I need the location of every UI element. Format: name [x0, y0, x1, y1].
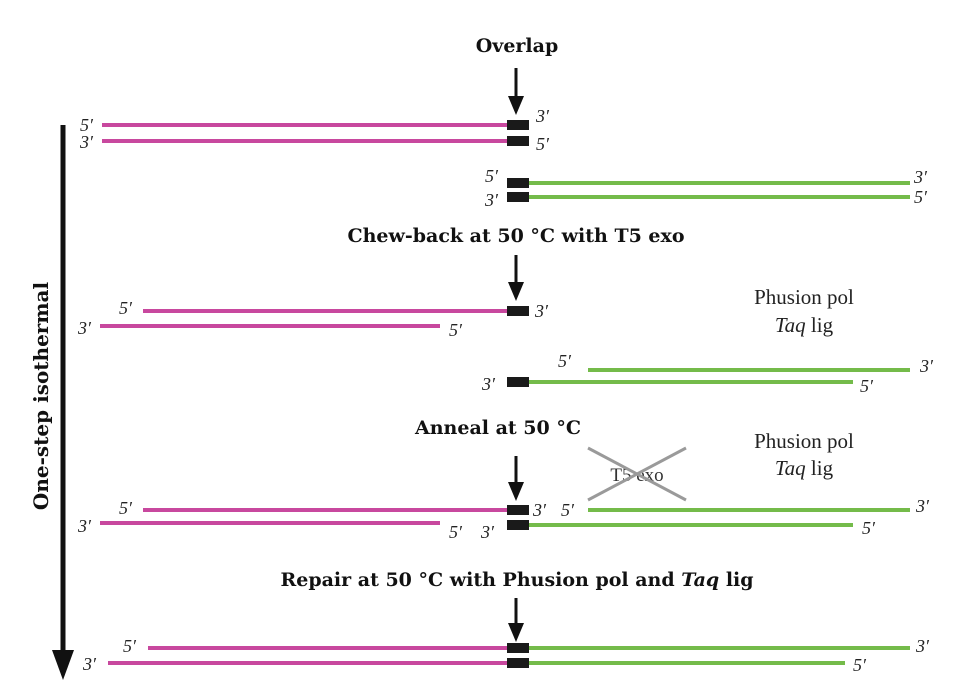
end-label-5: 5′ [119, 298, 133, 318]
end-label-5: 5′ [862, 518, 876, 538]
end-label-3: 3′ [535, 106, 550, 126]
overlap-block [507, 505, 529, 515]
step-anneal-label: Anneal at 50 °C [414, 417, 581, 439]
overlap-block [507, 643, 529, 653]
overlap-block [507, 306, 529, 316]
isothermal-arrow [52, 125, 74, 680]
end-label-5: 5′ [558, 351, 572, 371]
end-label-3: 3′ [484, 190, 499, 210]
end-label-3: 3′ [532, 500, 547, 520]
step-overlap-label: Overlap [476, 35, 559, 57]
step-repair-label: Repair at 50 °C with Phusion pol and Taq… [280, 569, 753, 591]
end-label-3: 3′ [77, 516, 92, 536]
end-label-5: 5′ [119, 498, 133, 518]
step-arrow-anneal [508, 456, 524, 501]
step-arrow-repair [508, 598, 524, 642]
end-label-5: 5′ [860, 376, 874, 396]
end-label-5: 5′ [449, 522, 463, 542]
end-label-3: 3′ [915, 636, 930, 656]
step-arrow-chewback [508, 255, 524, 301]
enzyme-pol-label: Phusion pol [754, 429, 854, 453]
enzyme-lig-label: Taq lig [775, 456, 834, 480]
end-label-3: 3′ [480, 522, 495, 542]
step-chewback-label: Chew-back at 50 °C with T5 exo [347, 225, 684, 247]
end-label-5: 5′ [485, 166, 499, 186]
end-label-3: 3′ [913, 167, 928, 187]
end-label-3: 3′ [534, 301, 549, 321]
end-label-3: 3′ [915, 496, 930, 516]
side-label: One-step isothermal [29, 282, 53, 511]
overlap-block [507, 520, 529, 530]
end-label-3: 3′ [919, 356, 934, 376]
overlap-block [507, 658, 529, 668]
overlap-block [507, 178, 529, 188]
overlap-block [507, 192, 529, 202]
overlap-block [507, 377, 529, 387]
overlap-block [507, 136, 529, 146]
end-label-5: 5′ [123, 636, 137, 656]
end-label-5: 5′ [536, 134, 550, 154]
end-label-5: 5′ [449, 320, 463, 340]
end-label-3: 3′ [481, 374, 496, 394]
end-label-5: 5′ [80, 115, 94, 135]
end-label-5: 5′ [914, 187, 928, 207]
end-label-3: 3′ [79, 132, 94, 152]
end-label-5: 5′ [853, 655, 867, 675]
enzyme-pol-label: Phusion pol [754, 285, 854, 309]
end-label-3: 3′ [77, 318, 92, 338]
enzyme-lig-label: Taq lig [775, 313, 834, 337]
end-label-3: 3′ [82, 654, 97, 674]
end-label-5: 5′ [561, 500, 575, 520]
cross-out-mark [587, 446, 687, 502]
step-arrow-overlap [508, 68, 524, 115]
overlap-block [507, 120, 529, 130]
